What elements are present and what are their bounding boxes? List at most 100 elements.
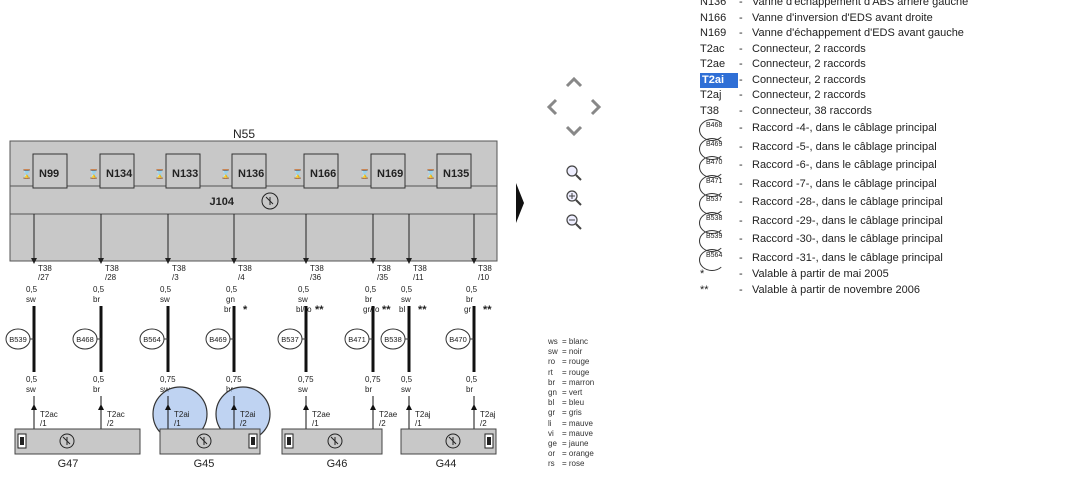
wire-gauge: 0,5 bbox=[93, 285, 105, 294]
connector-pin: /2 bbox=[107, 419, 114, 428]
legend-code: T2aj bbox=[700, 89, 722, 101]
sensor-label: G47 bbox=[58, 458, 79, 470]
lower-gauge: 0,5 bbox=[93, 375, 105, 384]
legend-code: N166 bbox=[700, 11, 727, 24]
legend-row[interactable]: T2aj-Connecteur, 2 raccords bbox=[698, 88, 1058, 104]
legend-code: B469 bbox=[706, 140, 723, 148]
lower-color: sw bbox=[401, 385, 411, 394]
svg-text:⌛: ⌛ bbox=[425, 168, 436, 179]
lower-gauge: 0,5 bbox=[26, 375, 38, 384]
legend-description: Connecteur, 2 raccords bbox=[752, 58, 866, 70]
legend-description: Raccord -29-, dans le câblage principal bbox=[752, 214, 943, 227]
zoom-in-icon[interactable] bbox=[566, 190, 582, 206]
legend-row[interactable]: B538-Raccord -29-, dans le câblage princ… bbox=[698, 211, 1058, 234]
legend-description: Raccord -5-, dans le câblage principal bbox=[752, 140, 937, 153]
legend-code: ** bbox=[700, 283, 709, 296]
validity-flag: * bbox=[243, 304, 248, 316]
joint-label: B471 bbox=[348, 335, 366, 344]
j-label: J104 bbox=[210, 196, 235, 208]
zoom-out-icon[interactable] bbox=[566, 214, 582, 230]
pin-connector: T38 bbox=[172, 264, 186, 273]
color-key-row: li= mauve bbox=[548, 418, 593, 428]
connector-pin: /2 bbox=[379, 419, 386, 428]
legend-code: B471 bbox=[706, 177, 723, 185]
color-key-row: br= marron bbox=[548, 377, 595, 387]
connector-name: T2ae bbox=[312, 410, 331, 419]
legend: N136-Vanne d'échappement d'ABS arrière g… bbox=[698, 0, 1058, 298]
legend-row[interactable]: B537-Raccord -28-, dans le câblage princ… bbox=[698, 193, 1058, 215]
legend-description: Raccord -4-, dans le câblage principal bbox=[752, 122, 937, 134]
legend-row[interactable]: B470-Raccord -6-, dans le câblage princi… bbox=[698, 156, 1058, 178]
color-key-row: rt= rouge bbox=[548, 367, 590, 377]
pin-number: /4 bbox=[238, 273, 245, 282]
legend-row[interactable]: T2ae-Connecteur, 2 raccords bbox=[698, 57, 1058, 73]
valve-label: N169 bbox=[377, 168, 403, 180]
connector-pin: /1 bbox=[40, 419, 47, 428]
connector-name: T2ae bbox=[379, 410, 398, 419]
pan-right-icon[interactable] bbox=[590, 98, 602, 116]
legend-row[interactable]: *-Valable à partir de mai 2005 bbox=[698, 267, 1058, 283]
legend-row[interactable]: N169-Vanne d'échappement d'EDS avant gau… bbox=[698, 26, 1058, 42]
color-key-row: sw= noir bbox=[548, 347, 583, 357]
legend-row[interactable]: B471-Raccord -7-, dans le câblage princi… bbox=[698, 174, 1058, 197]
legend-description: Valable à partir de novembre 2006 bbox=[752, 283, 920, 296]
legend-code: T2ae bbox=[700, 58, 726, 70]
wire-color: sw bbox=[298, 295, 308, 304]
legend-row[interactable]: B564-Raccord -31-, dans le câblage princ… bbox=[698, 248, 1058, 271]
pan-down-icon[interactable] bbox=[565, 125, 583, 137]
legend-row[interactable]: **-Valable à partir de novembre 2006 bbox=[698, 283, 1058, 299]
legend-row[interactable]: T2ac-Connecteur, 2 raccords bbox=[698, 42, 1058, 58]
legend-row[interactable]: T2ai-Connecteur, 2 raccords bbox=[698, 72, 1058, 88]
valve-n135: ⌛N135 bbox=[425, 153, 472, 189]
color-key-row: vi= mauve bbox=[548, 428, 593, 438]
valve-label: N166 bbox=[310, 168, 336, 180]
joint-label: B468 bbox=[76, 335, 94, 344]
legend-row[interactable]: B539-Raccord -30-, dans le câblage princ… bbox=[698, 230, 1058, 252]
control-unit-label: N55 bbox=[233, 127, 255, 141]
legend-description: Raccord -7-, dans le câblage principal bbox=[752, 177, 937, 190]
lower-gauge: 0,5 bbox=[466, 375, 478, 384]
legend-code: B470 bbox=[706, 159, 723, 166]
connector-name: T2ac bbox=[107, 410, 125, 419]
lower-gauge: 0,5 bbox=[401, 375, 413, 384]
joint-circle-icon bbox=[699, 248, 725, 271]
validity-flag: ** bbox=[315, 304, 324, 316]
lower-color: br bbox=[93, 385, 100, 394]
legend-row[interactable]: N136-Vanne d'échappement d'ABS arrière g… bbox=[698, 0, 1058, 11]
pan-up-icon[interactable] bbox=[565, 76, 583, 88]
pin-connector: T38 bbox=[38, 264, 52, 273]
valve-n133: ⌛ N133 bbox=[154, 153, 201, 189]
lower-gauge: 0,75 bbox=[226, 375, 242, 384]
connector-pin: /1 bbox=[174, 419, 181, 428]
lower-color: sw bbox=[298, 385, 308, 394]
legend-code: B564 bbox=[706, 251, 723, 259]
next-page-icon[interactable] bbox=[516, 183, 524, 223]
legend-row[interactable]: B468-Raccord -4-, dans le câblage princi… bbox=[698, 119, 1058, 141]
valve-label: N133 bbox=[172, 168, 198, 180]
lower-color: br bbox=[226, 385, 233, 394]
pin-connector: T38 bbox=[413, 264, 427, 273]
legend-row[interactable]: B469-Raccord -5-, dans le câblage princi… bbox=[698, 137, 1058, 160]
legend-description: Connecteur, 2 raccords bbox=[752, 42, 866, 55]
legend-code: N136 bbox=[700, 0, 727, 8]
joint-label: B564 bbox=[143, 335, 161, 344]
pin-number: /3 bbox=[172, 273, 179, 282]
zoom-icon[interactable] bbox=[566, 165, 582, 181]
wire-gauge: 0,5 bbox=[365, 285, 377, 294]
wire-gauge: 0,5 bbox=[160, 285, 172, 294]
connector-name: T2aj bbox=[480, 410, 496, 419]
legend-row[interactable]: T38-Connecteur, 38 raccords bbox=[698, 104, 1058, 120]
validity-flag: ** bbox=[483, 304, 492, 316]
valve-label: N136 bbox=[238, 168, 264, 180]
svg-text:⌛: ⌛ bbox=[154, 168, 165, 179]
color-key-row: rs= rose bbox=[548, 459, 585, 469]
legend-row[interactable]: N166-Vanne d'inversion d'EDS avant droit… bbox=[698, 11, 1058, 27]
connector-pin: /2 bbox=[480, 419, 487, 428]
pan-left-icon[interactable] bbox=[546, 98, 558, 116]
joint-label: B469 bbox=[209, 335, 227, 344]
legend-description: Raccord -31-, dans le câblage principal bbox=[752, 251, 943, 264]
connector-name: T2ac bbox=[40, 410, 58, 419]
